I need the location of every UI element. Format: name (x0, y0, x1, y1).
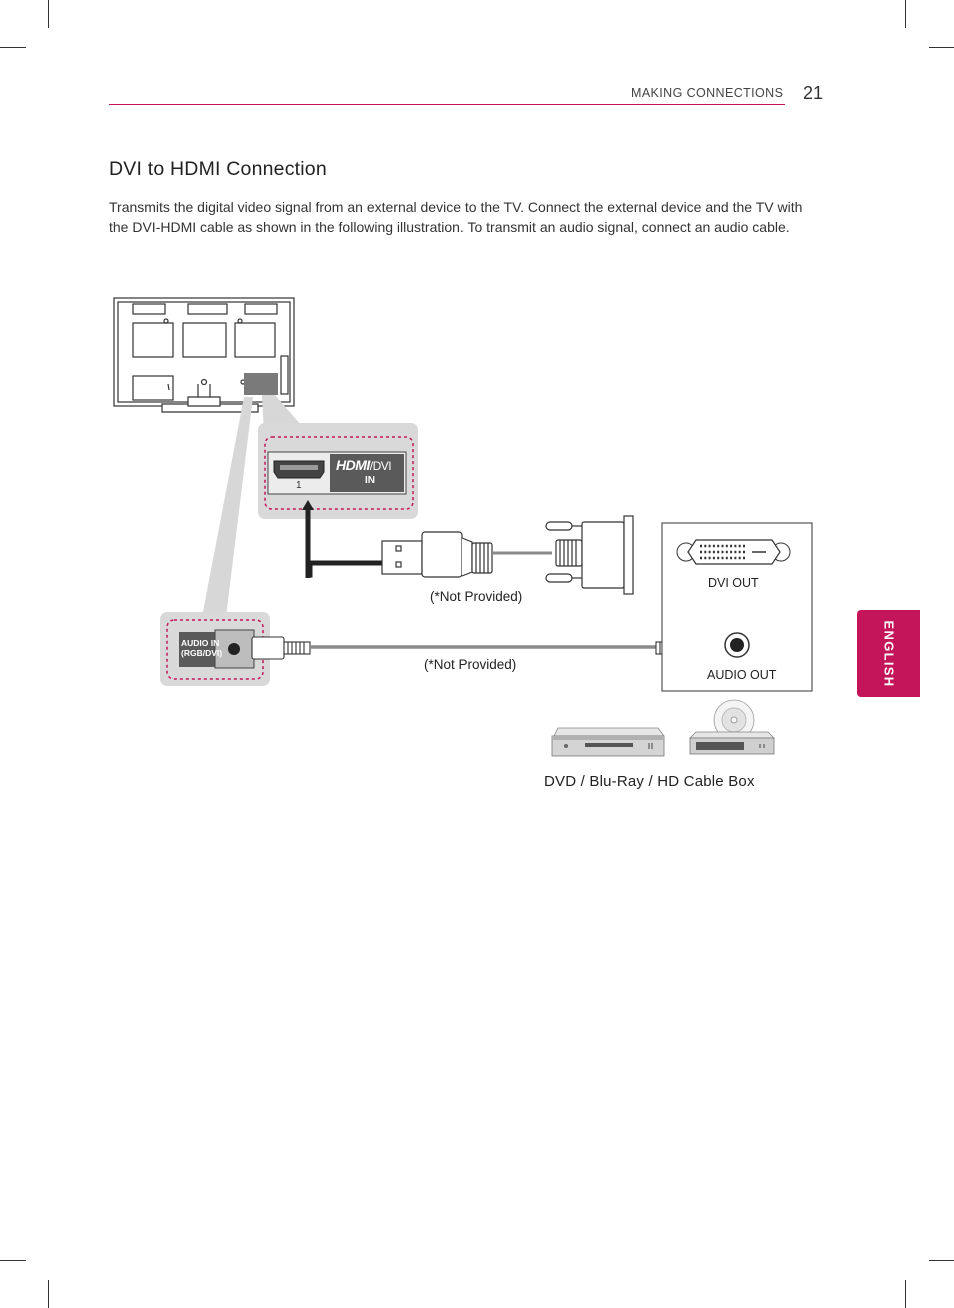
hdmi-logo-suffix: /DVI (369, 459, 392, 473)
crop-mark (905, 1280, 906, 1308)
hdmi-arrow (302, 500, 314, 510)
intro-paragraph: Transmits the digital video signal from … (109, 199, 803, 235)
hdmi-label-area (330, 454, 404, 492)
tv-rear-illustration (113, 297, 295, 413)
running-header: MAKING CONNECTIONS (631, 86, 784, 100)
language-tab: ENGLISH (857, 610, 920, 697)
crop-mark (48, 0, 49, 28)
audio-cable-note: (*Not Provided) (424, 657, 517, 672)
crop-mark (929, 47, 954, 48)
audio-label-area (179, 632, 215, 667)
hdmi-highlight (264, 436, 414, 510)
hdmi-logo-text: HDMI (336, 457, 370, 473)
hdmi-logo: HDMI/DVI (336, 457, 392, 473)
audio-out-jack (724, 632, 750, 658)
hdmi-port-pins (280, 465, 318, 470)
hdmi-plug (381, 531, 493, 578)
hdmi-cable-note: (*Not Provided) (430, 589, 523, 604)
page-number: 21 (803, 83, 824, 103)
hdmi-cable-lead (307, 560, 383, 578)
audio-out-label: AUDIO OUT (707, 668, 777, 682)
tv-port-area (244, 373, 278, 395)
section-title: DVI to HDMI Connection (109, 158, 327, 180)
crop-mark (0, 47, 26, 48)
dvi-plug (545, 515, 634, 595)
dvi-out-port (676, 539, 791, 565)
devices-caption: DVD / Blu-Ray / HD Cable Box (544, 773, 755, 790)
crop-mark (0, 1260, 26, 1261)
hdmi-in-label: IN (365, 475, 375, 486)
audio-in-label-line1: AUDIO IN (181, 638, 220, 648)
header-rule (109, 104, 785, 105)
hdmi-port-number: 1 (296, 480, 302, 491)
dvd-player-illustration (551, 727, 665, 757)
tv-side-audio-plug (251, 636, 311, 660)
bluray-player-illustration (689, 699, 775, 755)
audio-in-label-line2: (RGB/DVI) (181, 648, 223, 658)
dvi-out-label: DVI OUT (708, 576, 759, 590)
crop-mark (48, 1280, 49, 1308)
audio-in-label: AUDIO IN (RGB/DVI) (181, 638, 222, 658)
crop-mark (905, 0, 906, 28)
crop-mark (929, 1260, 954, 1261)
tv-audio-jack (228, 643, 240, 655)
audio-zoom-wedge (202, 397, 253, 617)
